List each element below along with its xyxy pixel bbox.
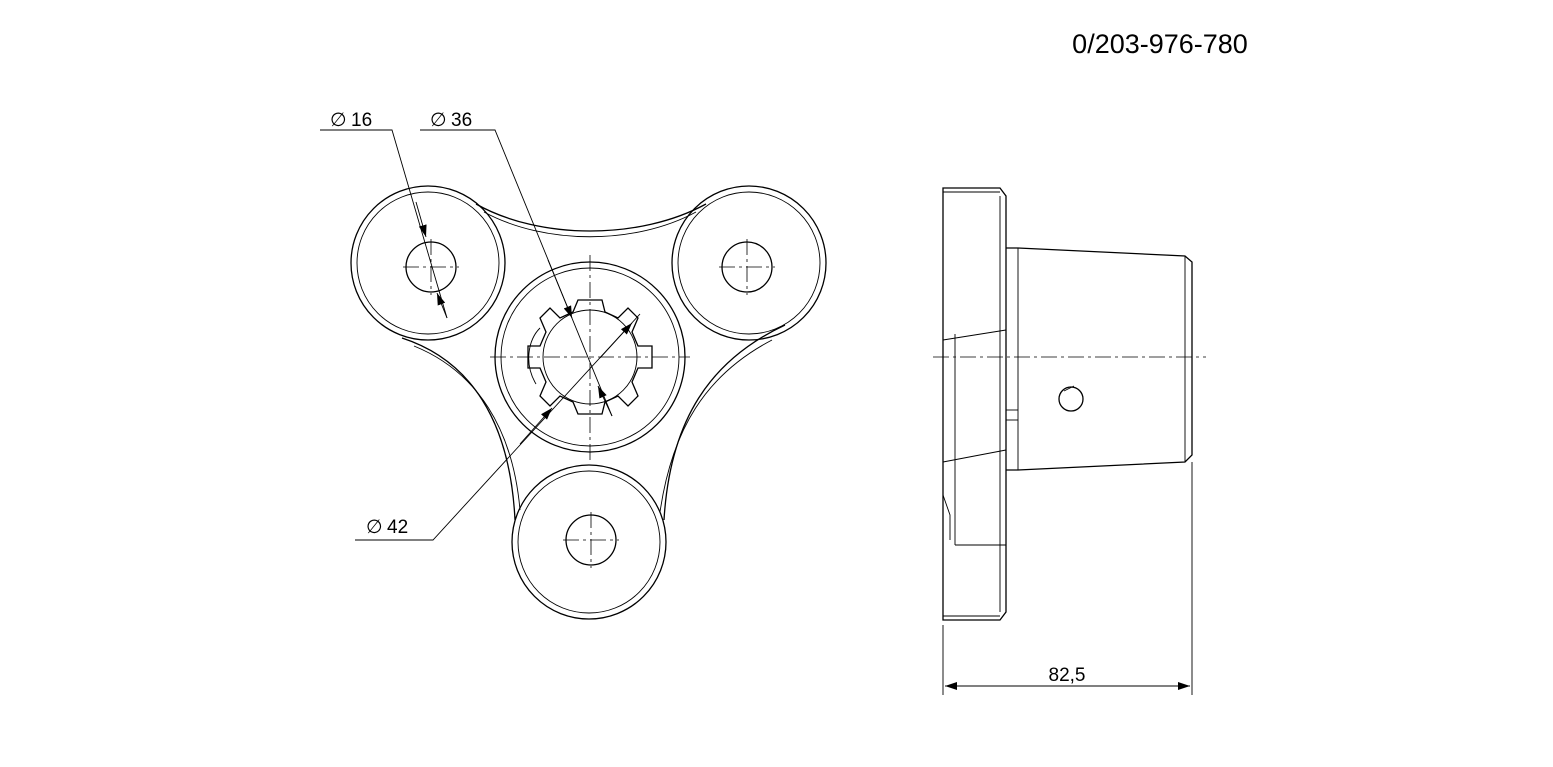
- dimension-bolt-hole-value: 16: [351, 110, 372, 131]
- front-view: [350, 185, 827, 620]
- part-number: 0/203-976-780: [1072, 29, 1248, 59]
- lobe-top-right: [671, 185, 827, 341]
- side-flange: [942, 187, 1007, 621]
- dimension-bolt-hole: ∅ 16: [320, 110, 448, 319]
- side-view: [933, 187, 1206, 621]
- lobe-bottom: [511, 464, 667, 620]
- dimension-spline-inner-value: 36: [451, 110, 472, 131]
- dimension-spline-outer: ∅ 42: [355, 313, 641, 541]
- side-hub: [1006, 247, 1193, 471]
- dimension-spline-outer-value: 42: [387, 517, 408, 538]
- lobe-top-left: [350, 185, 506, 341]
- dimension-spline-inner-symbol: ∅: [430, 110, 447, 131]
- dimension-bolt-hole-symbol: ∅: [330, 110, 347, 131]
- dimension-spline-outer-symbol: ∅: [366, 517, 383, 538]
- dimension-length: 82,5: [942, 462, 1193, 695]
- dimension-spline-inner: ∅ 36: [420, 110, 613, 417]
- dimension-length-value: 82,5: [1049, 665, 1086, 686]
- cross-hole: [1058, 386, 1084, 412]
